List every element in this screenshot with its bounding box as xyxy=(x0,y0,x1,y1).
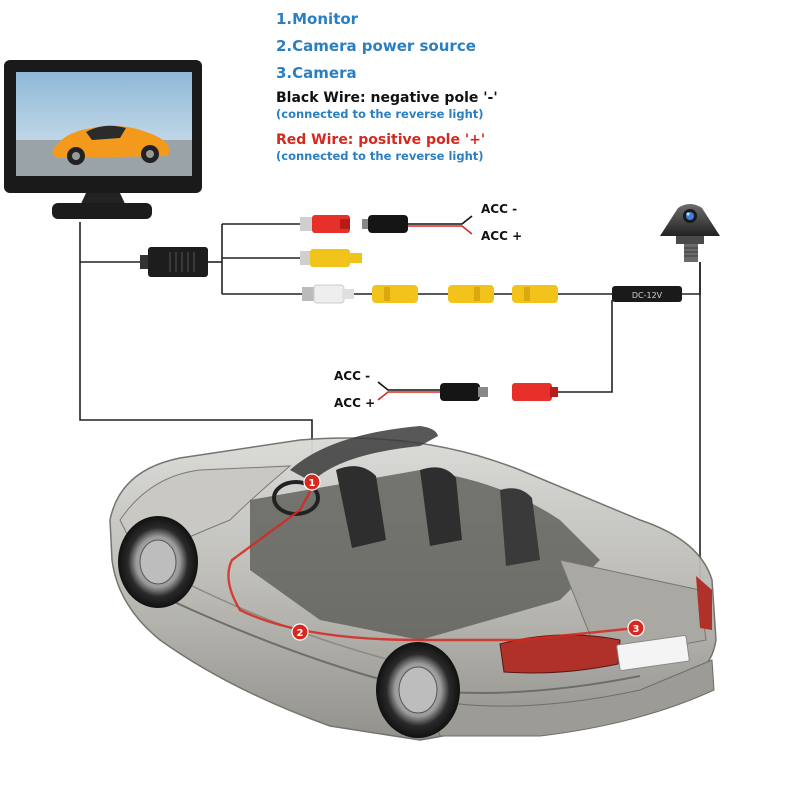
legend-item-power-source: 2.Camera power source xyxy=(276,37,476,55)
lower-dc-plug xyxy=(440,383,488,401)
legend-red-wire-note: (connected to the reverse light) xyxy=(276,149,484,163)
rear-wheel xyxy=(376,642,460,738)
marker-2: 2 xyxy=(291,623,309,641)
screen-car-image xyxy=(52,125,170,165)
upper-acc-neg-label: ACC - xyxy=(481,202,518,216)
four-pin-plug xyxy=(140,247,208,277)
box-to-power xyxy=(556,300,613,393)
red-internal-route xyxy=(227,487,637,642)
lower-acc-neg-label: ACC - xyxy=(334,369,371,383)
legend-item-monitor: 1.Monitor xyxy=(276,10,359,28)
monitor xyxy=(4,60,202,219)
yellow-rca-connector-2 xyxy=(448,285,494,303)
legend-black-wire-note: (connected to the reverse light) xyxy=(276,107,484,121)
middle-rca-yellow xyxy=(300,249,362,267)
legend-item-camera: 3.Camera xyxy=(276,64,357,82)
upper-acc-pos-label: ACC + xyxy=(481,229,523,243)
box-to-camera xyxy=(682,262,701,295)
marker-3: 3 xyxy=(627,619,645,637)
box-label: DC-12V xyxy=(632,291,663,300)
front-wheel xyxy=(118,516,198,608)
yellow-rca-connector-3 xyxy=(512,285,558,303)
legend-red-wire: Red Wire: positive pole '+' xyxy=(276,132,486,148)
car-xray-illustration xyxy=(109,426,717,741)
upper-acc-wires xyxy=(408,215,473,235)
lower-acc-wires xyxy=(377,381,440,401)
legend: 1.Monitor 2.Camera power source 3.Camera… xyxy=(276,6,576,164)
dc-12v-box: DC-12V xyxy=(612,286,682,302)
upper-rca-red-connector xyxy=(300,215,350,233)
yellow-rca-connector-1 xyxy=(372,285,418,303)
camera xyxy=(660,204,720,262)
marker-1: 1 xyxy=(303,473,321,491)
marker-3-label: 3 xyxy=(633,624,640,635)
white-rca-connector xyxy=(302,284,354,304)
upper-dc-plug xyxy=(362,215,408,233)
lower-acc-pos-label: ACC + xyxy=(334,396,376,410)
legend-black-wire: Black Wire: negative pole '-' xyxy=(276,90,498,106)
lower-rca-red-connector xyxy=(512,383,558,401)
marker-1-label: 1 xyxy=(309,478,316,489)
marker-2-label: 2 xyxy=(297,628,304,639)
